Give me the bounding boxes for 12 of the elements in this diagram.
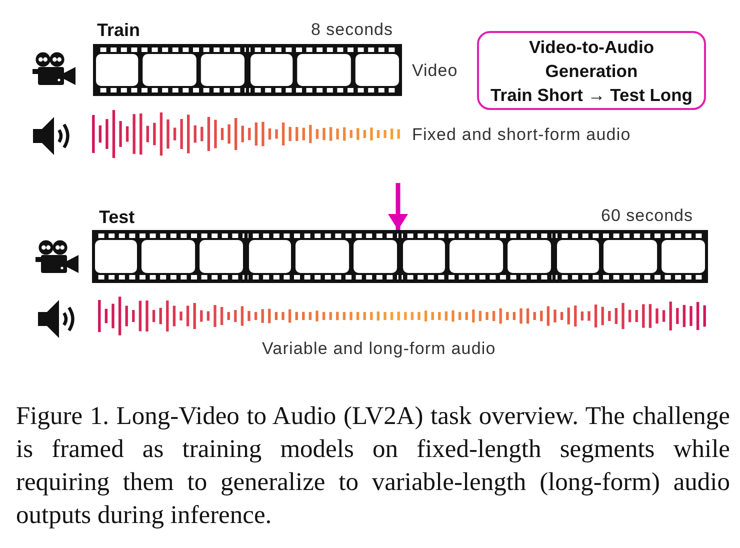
arrow	[388, 183, 408, 230]
figure-caption: Figure 1. Long-Video to Audio (LV2A) task overview. The challenge is framed as training models on fixed-length segments while requiring them to generalize to variable-length (long-form) audio outputs during inference.	[16, 400, 730, 531]
track-label: Video	[412, 61, 458, 81]
box-subtitle: Train Short → Test Long	[490, 84, 692, 106]
task-box	[477, 31, 706, 110]
duration-label: 60 seconds	[601, 206, 693, 226]
duration-label: 8 seconds	[311, 20, 393, 40]
track-label: Fixed and short-form audio	[412, 125, 631, 145]
box-title: Video-to-Audio Generation	[528, 36, 656, 82]
section-heading: Test	[99, 207, 135, 227]
section-heading: Train	[97, 20, 140, 40]
track-label: Variable and long-form audio	[262, 339, 496, 359]
